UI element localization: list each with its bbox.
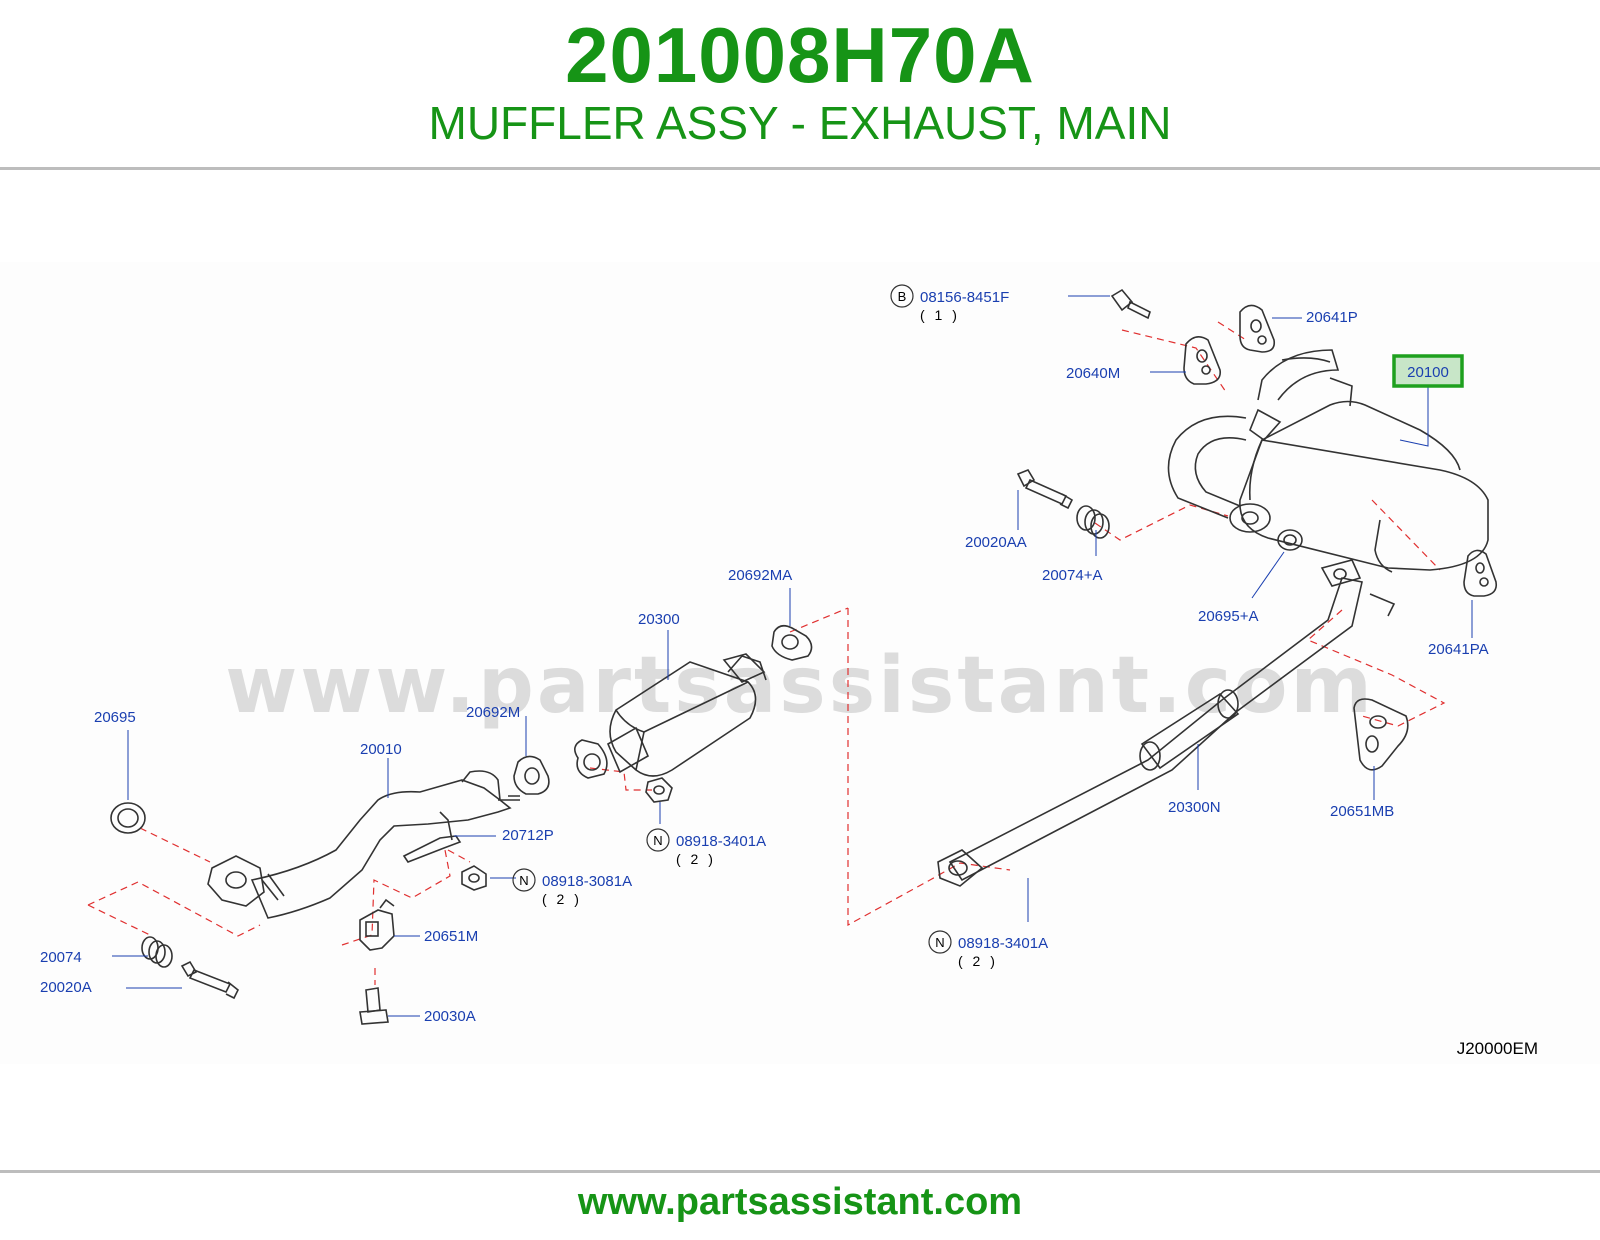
- callout-20692MA[interactable]: 20692MA: [728, 567, 792, 584]
- callout-label: 20100: [1407, 364, 1449, 381]
- callout-marker: N: [519, 873, 528, 888]
- callout-20712P[interactable]: 20712P: [502, 827, 554, 844]
- front-exhaust-tube-20010[interactable]: [207, 770, 520, 919]
- exhaust-tube-center-20300N[interactable]: [937, 559, 1396, 887]
- page-header: 201008H70A MUFFLER ASSY - EXHAUST, MAIN: [0, 0, 1600, 168]
- callout-label: 08918-3401A: [676, 833, 766, 850]
- callout-20695-plus-A[interactable]: 20695+A: [1198, 608, 1258, 625]
- callout-20010[interactable]: 20010: [360, 741, 402, 758]
- hanger-rubber-20641PA[interactable]: [1463, 549, 1498, 597]
- part-number-title: 201008H70A: [565, 11, 1035, 99]
- pre-muffler-20300[interactable]: [574, 653, 767, 779]
- seal-ring-20695-plus-A[interactable]: [1277, 529, 1303, 551]
- stud-bolt-20020A[interactable]: [180, 960, 240, 1000]
- diagram-code: J20000EM: [1457, 1039, 1538, 1058]
- highlight-box: [1392, 354, 1464, 388]
- callout-20641P[interactable]: 20641P: [1306, 309, 1358, 326]
- header-divider: [0, 167, 1600, 170]
- callout-20030A[interactable]: 20030A: [424, 1008, 476, 1025]
- callout-08156-8451F[interactable]: B 08156-8451F ( 1 ): [890, 284, 1009, 323]
- nut-08918-3081A[interactable]: [461, 865, 487, 891]
- callout-marker: N: [653, 833, 662, 848]
- diagram-panel: [0, 262, 1600, 1064]
- spring-20074-plus-A[interactable]: [1076, 505, 1110, 539]
- seal-ring-20695[interactable]: [110, 802, 146, 834]
- callout-20300N[interactable]: 20300N: [1168, 799, 1221, 816]
- callout-20651M[interactable]: 20651M: [424, 928, 478, 945]
- bolt-20030A[interactable]: [359, 987, 389, 1025]
- callout-qty: ( 2 ): [958, 953, 998, 969]
- heat-shield-bracket-20712P[interactable]: [402, 811, 462, 863]
- callout-20695[interactable]: 20695: [94, 709, 136, 726]
- hanger-rubber-20641P[interactable]: [1239, 304, 1276, 353]
- callout-20300[interactable]: 20300: [638, 611, 680, 628]
- part-description: MUFFLER ASSY - EXHAUST, MAIN: [428, 97, 1172, 149]
- hanger-rubber-20640M[interactable]: [1183, 336, 1222, 385]
- callout-20020A[interactable]: 20020A: [40, 979, 92, 996]
- hanger-rubber-20651MB[interactable]: [1353, 698, 1409, 771]
- callout-marker: N: [935, 935, 944, 950]
- callout-20640M[interactable]: 20640M: [1066, 365, 1120, 382]
- callout-08918-3401A-mid[interactable]: N 08918-3401A ( 2 ): [646, 828, 766, 867]
- callout-qty: ( 1 ): [920, 307, 960, 323]
- callout-20651MB[interactable]: 20651MB: [1330, 803, 1394, 820]
- callout-20020AA[interactable]: 20020AA: [965, 534, 1027, 551]
- mounting-bolt-08156-8451F[interactable]: [1110, 288, 1151, 320]
- spring-20074[interactable]: [141, 936, 173, 968]
- callout-20074-plus-A[interactable]: 20074+A: [1042, 567, 1102, 584]
- callout-20692M[interactable]: 20692M: [466, 704, 520, 721]
- callout-leaders: [112, 295, 1473, 1017]
- watermark-text: www.partsassistant.com: [225, 641, 1375, 731]
- footer-divider: [0, 1170, 1600, 1173]
- callout-qty: ( 2 ): [676, 851, 716, 867]
- callout-20641PA[interactable]: 20641PA: [1428, 641, 1489, 658]
- assembly-guide-lines: [87, 321, 1446, 985]
- footer-website-link[interactable]: www.partsassistant.com: [577, 1181, 1023, 1223]
- callout-20074[interactable]: 20074: [40, 949, 82, 966]
- callout-label: 08918-3401A: [958, 935, 1048, 952]
- hanger-bracket-20651M[interactable]: [359, 898, 395, 951]
- stud-bolt-20020AA[interactable]: [1016, 469, 1074, 510]
- callout-marker: B: [898, 289, 907, 304]
- callout-label: 08156-8451F: [920, 289, 1009, 306]
- gasket-20692M[interactable]: [513, 755, 550, 795]
- callout-20100-highlighted[interactable]: 20100: [1392, 354, 1464, 388]
- gasket-20692MA[interactable]: [771, 624, 813, 661]
- nut-08918-3401A-mid[interactable]: [645, 777, 673, 803]
- callout-label: 08918-3081A: [542, 873, 632, 890]
- callout-08918-3401A-low[interactable]: N 08918-3401A ( 2 ): [928, 930, 1048, 969]
- callout-08918-3081A[interactable]: N 08918-3081A ( 2 ): [512, 868, 632, 907]
- callout-qty: ( 2 ): [542, 891, 582, 907]
